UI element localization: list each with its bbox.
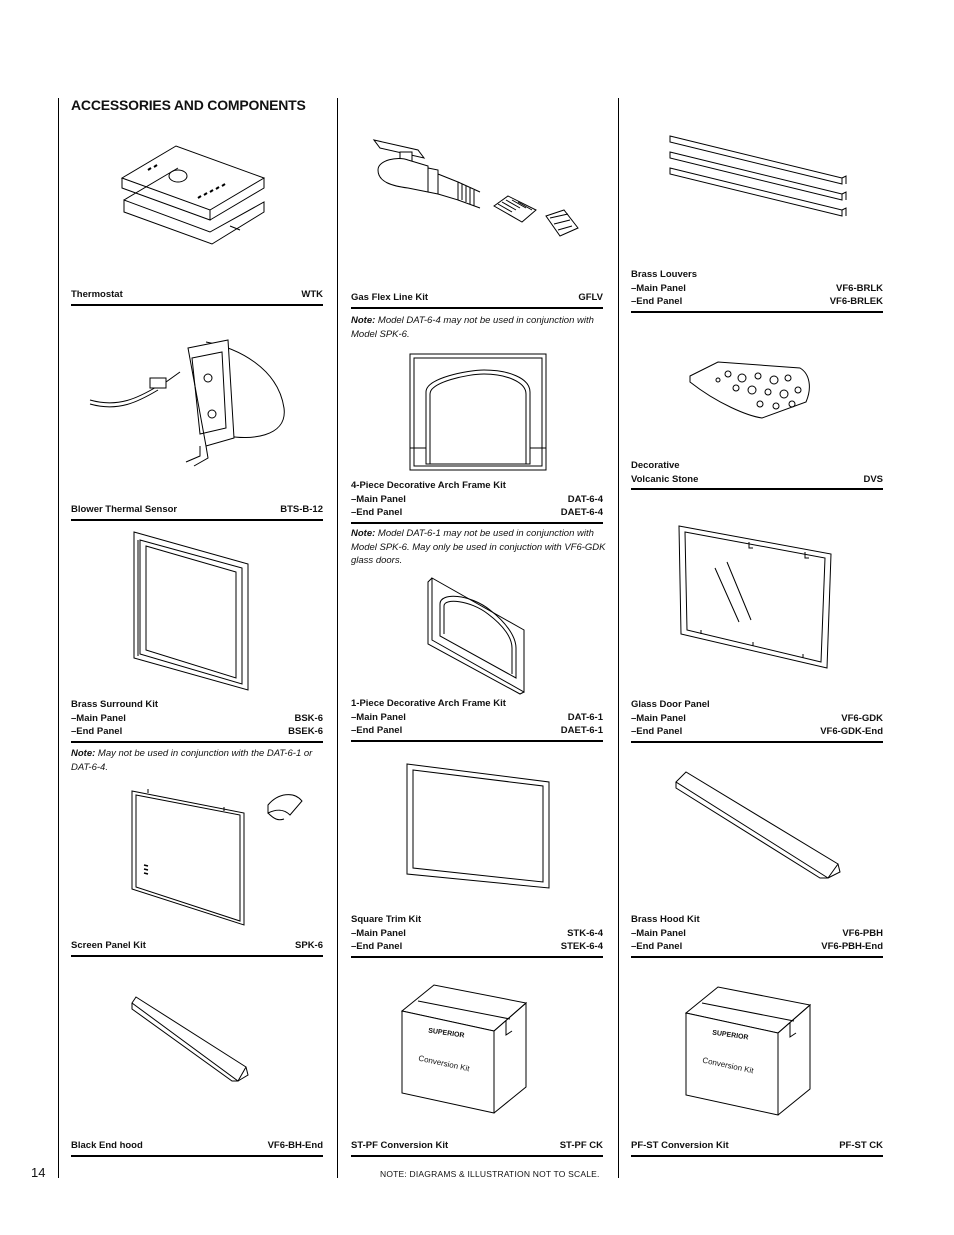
blower-thermal-sensor-illustration: [88, 328, 298, 473]
black-end-hood-illustration: [128, 995, 253, 1090]
item-name: Thermostat: [71, 289, 123, 300]
column-divider-left: [58, 98, 59, 1178]
item-name: 4-Piece Decorative Arch Frame Kit: [351, 480, 506, 491]
item-name: Brass Hood Kit: [631, 914, 700, 925]
item-code: DVS: [863, 473, 883, 485]
note-label: Note:: [71, 748, 96, 759]
item-name: Blower Thermal Sensor: [71, 504, 178, 515]
volcanic-stone-illustration: [688, 358, 813, 425]
item-code: GFLV: [578, 292, 603, 303]
arch-frame-4-piece-note: Note: Model DAT-6-1 may not be used in c…: [351, 527, 607, 568]
item-name: Black End hood: [71, 1140, 143, 1151]
square-trim-kit-illustration: [403, 762, 553, 895]
item-code: BTS-B-12: [280, 504, 323, 515]
column-divider-middle: [337, 98, 338, 1178]
main-panel-label: –Main Panel: [351, 711, 406, 723]
column-divider-right: [618, 98, 619, 1178]
note-label: Note:: [351, 528, 376, 539]
main-panel-label: –Main Panel: [351, 493, 406, 505]
page-title: ACCESSORIES AND COMPONENTS: [71, 97, 306, 113]
page-number: 14: [31, 1165, 46, 1180]
end-panel-code: VF6-PBH-End: [821, 941, 883, 952]
end-panel-code: DAET-6-1: [560, 725, 603, 736]
end-panel-label: –End Panel: [351, 507, 403, 518]
item-name-line1: Decorative: [631, 460, 680, 471]
main-panel-label: –Main Panel: [631, 927, 686, 939]
item-name-line2: Volcanic Stone: [631, 473, 699, 485]
brass-hood-kit-caption: Brass Hood Kit –Main Panel VF6-PBH –End …: [631, 913, 883, 958]
arch-frame-4-piece-illustration: [408, 352, 548, 477]
gas-flex-note: Note: Model DAT-6-4 may not be used in c…: [351, 314, 607, 341]
volcanic-stone-caption: Decorative Volcanic Stone DVS: [631, 459, 883, 490]
end-panel-label: –End Panel: [631, 296, 683, 307]
blower-thermal-sensor-caption: Blower Thermal Sensor BTS-B-12: [71, 503, 323, 521]
end-panel-code: VF6-BRLEK: [829, 296, 883, 307]
end-panel-label: –End Panel: [351, 941, 403, 952]
arch-frame-1-piece-illustration: [420, 574, 530, 699]
brass-hood-kit-illustration: [672, 768, 842, 885]
main-panel-label: –Main Panel: [631, 282, 686, 294]
end-panel-code: STEK-6-4: [560, 941, 603, 952]
main-panel-code: VF6-GDK: [841, 712, 883, 724]
item-code: SPK-6: [295, 940, 323, 951]
glass-door-panel-caption: Glass Door Panel –Main Panel VF6-GDK –En…: [631, 698, 883, 743]
item-name: 1-Piece Decorative Arch Frame Kit: [351, 698, 506, 709]
note-text: Model DAT-6-1 may not be used in conjunc…: [351, 528, 606, 566]
main-panel-label: –Main Panel: [71, 712, 126, 724]
end-panel-label: –End Panel: [631, 726, 683, 737]
arch-frame-1-piece-caption: 1-Piece Decorative Arch Frame Kit –Main …: [351, 697, 603, 742]
thermostat-caption: Thermostat WTK: [71, 288, 323, 306]
pf-st-conversion-kit-caption: PF-ST Conversion Kit PF-ST CK: [631, 1139, 883, 1157]
gas-flex-line-caption: Gas Flex Line Kit GFLV: [351, 291, 603, 309]
pf-st-conversion-kit-box-illustration: SUPERIOR Conversion Kit: [682, 985, 816, 1122]
thermostat-illustration: [118, 140, 268, 255]
item-name: Brass Surround Kit: [71, 699, 159, 710]
main-panel-label: –Main Panel: [351, 927, 406, 939]
item-code: ST-PF CK: [559, 1140, 603, 1151]
glass-door-panel-illustration: [675, 522, 835, 677]
main-panel-label: –Main Panel: [631, 712, 686, 724]
note-text: May not be used in conjunction with the …: [71, 748, 313, 773]
end-panel-code: DAET-6-4: [560, 507, 603, 518]
main-panel-code: VF6-BRLK: [836, 282, 883, 294]
item-name: Brass Louvers: [631, 269, 698, 280]
footer-note: NOTE: DIAGRAMS & ILLUSTRATION NOT TO SCA…: [380, 1169, 600, 1179]
brass-surround-kit-caption: Brass Surround Kit –Main Panel BSK-6 –En…: [71, 698, 323, 743]
end-panel-label: –End Panel: [631, 941, 683, 952]
brass-louvers-illustration: [666, 134, 850, 231]
item-name: ST-PF Conversion Kit: [351, 1140, 449, 1151]
main-panel-code: STK-6-4: [567, 927, 603, 939]
item-name: PF-ST Conversion Kit: [631, 1140, 729, 1151]
item-name: Screen Panel Kit: [71, 940, 146, 951]
item-code: VF6-BH-End: [267, 1140, 323, 1151]
screen-panel-kit-caption: Screen Panel Kit SPK-6: [71, 939, 323, 957]
item-name: Glass Door Panel: [631, 699, 710, 710]
square-trim-kit-caption: Square Trim Kit –Main Panel STK-6-4 –End…: [351, 913, 603, 958]
item-name: Square Trim Kit: [351, 914, 422, 925]
end-panel-code: VF6-GDK-End: [820, 726, 883, 737]
black-end-hood-caption: Black End hood VF6-BH-End: [71, 1139, 323, 1157]
main-panel-code: DAT-6-4: [567, 493, 603, 505]
end-panel-label: –End Panel: [71, 726, 123, 737]
gas-flex-line-illustration: [368, 130, 593, 255]
brass-louvers-caption: Brass Louvers –Main Panel VF6-BRLK –End …: [631, 268, 883, 313]
brass-surround-note: Note: May not be used in conjunction wit…: [71, 747, 327, 774]
st-pf-conversion-kit-box-illustration: SUPERIOR Conversion Kit: [398, 983, 532, 1120]
main-panel-code: BSK-6: [294, 712, 323, 724]
note-text: Model DAT-6-4 may not be used in conjunc…: [351, 315, 594, 340]
main-panel-code: DAT-6-1: [567, 711, 603, 723]
screen-panel-kit-illustration: [128, 785, 308, 932]
item-name: Gas Flex Line Kit: [351, 292, 429, 303]
st-pf-conversion-kit-caption: ST-PF Conversion Kit ST-PF CK: [351, 1139, 603, 1157]
arch-frame-4-piece-caption: 4-Piece Decorative Arch Frame Kit –Main …: [351, 479, 603, 524]
main-panel-code: VF6-PBH: [842, 927, 883, 939]
brass-surround-kit-illustration: [128, 530, 253, 697]
note-label: Note:: [351, 315, 376, 326]
item-code: PF-ST CK: [839, 1140, 883, 1151]
end-panel-code: BSEK-6: [288, 726, 323, 737]
item-code: WTK: [301, 289, 323, 300]
end-panel-label: –End Panel: [351, 725, 403, 736]
